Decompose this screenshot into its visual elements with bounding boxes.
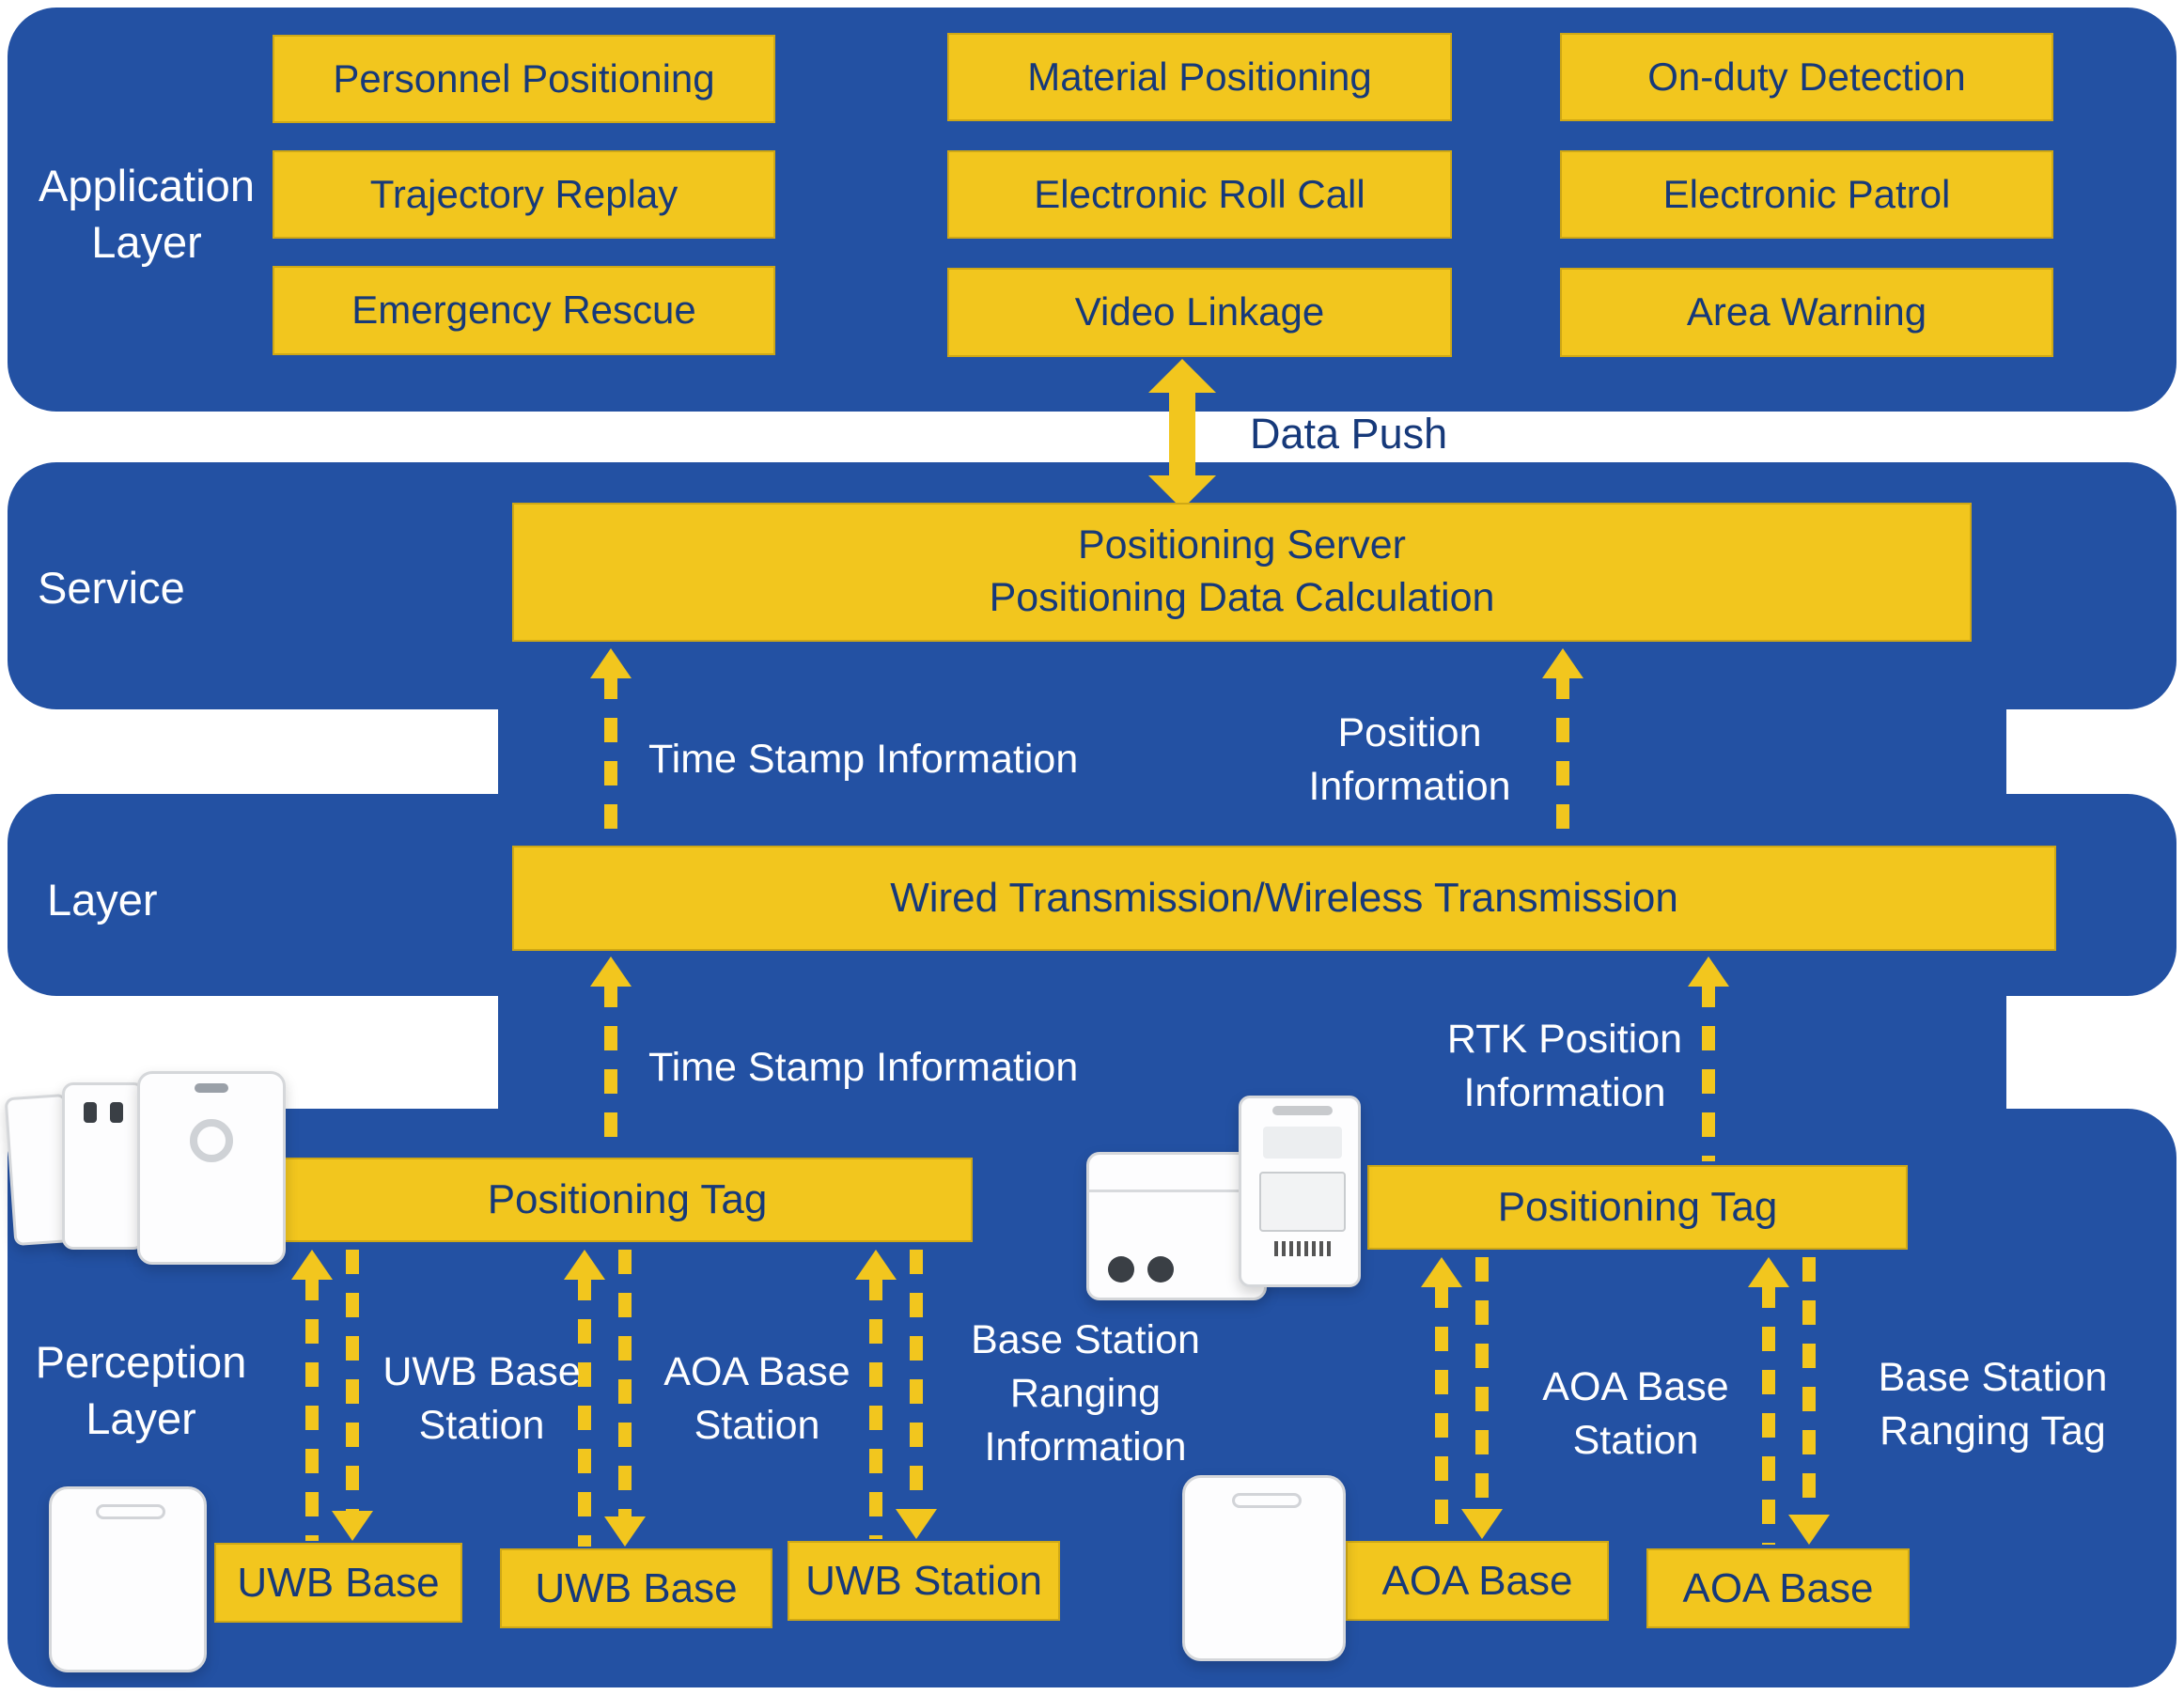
aoa-base-station-label-left: AOA Base Station bbox=[663, 1349, 850, 1448]
positioning-tag-right-box: Positioning Tag bbox=[1367, 1165, 1908, 1250]
tag-screen bbox=[1259, 1172, 1346, 1232]
arrow-head bbox=[564, 1250, 605, 1280]
arrow-head bbox=[1748, 1257, 1789, 1287]
base-slot bbox=[1232, 1493, 1302, 1508]
connector-port bbox=[1147, 1256, 1174, 1283]
junction-box-image bbox=[1086, 1152, 1267, 1300]
aoa-base-box-2: AOA Base bbox=[1646, 1548, 1910, 1628]
time-stamp-lower-label: Time Stamp Information bbox=[648, 1045, 1079, 1090]
arrow-dash bbox=[305, 1276, 319, 1541]
arrow-dash bbox=[578, 1276, 591, 1547]
base-slot bbox=[96, 1504, 165, 1519]
data-push-arrow bbox=[1148, 359, 1216, 509]
app-box-emergency-rescue: Emergency Rescue bbox=[273, 266, 775, 355]
tag-button bbox=[84, 1102, 97, 1123]
transmission-box: Wired Transmission/Wireless Transmission bbox=[512, 846, 2056, 951]
uwb-base-device-image bbox=[49, 1486, 207, 1672]
position-information-label: Position Information bbox=[1308, 710, 1511, 809]
rtk-tag-image bbox=[1239, 1096, 1361, 1287]
arrow-dash bbox=[869, 1276, 882, 1539]
arrow-head bbox=[1688, 956, 1729, 987]
rtk-position-label: RTK Position Information bbox=[1446, 1017, 1683, 1115]
arrow-dash bbox=[604, 675, 617, 848]
app-box-on-duty-detection: On-duty Detection bbox=[1560, 33, 2053, 121]
tag-card bbox=[137, 1071, 286, 1265]
arrow-head bbox=[1461, 1509, 1503, 1539]
arrow-head bbox=[291, 1250, 333, 1280]
tag-label bbox=[1263, 1127, 1342, 1159]
logo-ring bbox=[190, 1119, 233, 1162]
aoa-base-station-label-right: AOA Base Station bbox=[1542, 1364, 1729, 1463]
aoa-base-box-1: AOA Base bbox=[1346, 1541, 1609, 1621]
arrow-dash bbox=[1762, 1283, 1775, 1545]
arrow-dash bbox=[604, 983, 617, 1154]
uwb-tags-image bbox=[4, 1069, 289, 1268]
layer-label: Layer bbox=[47, 875, 158, 925]
uwb-base-box-2: UWB Base bbox=[500, 1548, 772, 1628]
positioning-tag-left-box: Positioning Tag bbox=[282, 1158, 973, 1242]
app-box-trajectory-replay: Trajectory Replay bbox=[273, 150, 775, 239]
arrow-head bbox=[604, 1516, 646, 1547]
positioning-server-box: Positioning Server Positioning Data Calc… bbox=[512, 503, 1972, 642]
tag-barcode bbox=[1274, 1241, 1331, 1256]
arrow-dash bbox=[618, 1250, 632, 1518]
service-label: Service bbox=[38, 563, 185, 613]
tag-button bbox=[110, 1102, 123, 1123]
app-box-material-positioning: Material Positioning bbox=[947, 33, 1452, 121]
arrow-dash bbox=[1435, 1283, 1448, 1539]
arrow-dash bbox=[1802, 1257, 1816, 1516]
arrow-head bbox=[1788, 1515, 1830, 1545]
arrow-dash bbox=[1475, 1257, 1489, 1511]
base-station-ranging-tag-label: Base Station Ranging Tag bbox=[1878, 1355, 2108, 1454]
arrow-head bbox=[896, 1509, 937, 1539]
app-box-video-linkage: Video Linkage bbox=[947, 268, 1452, 357]
arrow-head bbox=[1542, 648, 1583, 678]
arrow-head bbox=[590, 648, 632, 678]
app-box-personnel-positioning: Personnel Positioning bbox=[273, 35, 775, 123]
uwb-base-box-1: UWB Base bbox=[214, 1543, 462, 1623]
arrow-head bbox=[855, 1250, 897, 1280]
tag-slot bbox=[1272, 1106, 1333, 1115]
time-stamp-upper-label: Time Stamp Information bbox=[648, 737, 1079, 782]
app-box-area-warning: Area Warning bbox=[1560, 268, 2053, 357]
arrow-dash bbox=[1556, 675, 1569, 848]
arrow-dash bbox=[346, 1250, 359, 1513]
uwb-base-station-label: UWB Base Station bbox=[382, 1349, 581, 1448]
connector-port bbox=[1108, 1256, 1134, 1283]
app-box-electronic-roll-call: Electronic Roll Call bbox=[947, 150, 1452, 239]
arrow-head bbox=[332, 1511, 373, 1541]
arrow-head bbox=[1421, 1257, 1462, 1287]
data-push-label: Data Push bbox=[1250, 410, 1448, 458]
arrow-dash bbox=[910, 1250, 923, 1511]
base-station-ranging-information-label: Base Station Ranging Information bbox=[971, 1317, 1200, 1470]
tag-slot bbox=[195, 1083, 228, 1093]
tag-card bbox=[62, 1082, 145, 1250]
aoa-base-device-image bbox=[1182, 1475, 1346, 1661]
arrow-dash bbox=[1702, 983, 1715, 1161]
arrow-head bbox=[590, 956, 632, 987]
box-lid bbox=[1089, 1155, 1264, 1192]
application-layer-label: Application Layer bbox=[39, 161, 255, 268]
app-box-electronic-patrol: Electronic Patrol bbox=[1560, 150, 2053, 239]
perception-layer-label: Perception Layer bbox=[35, 1337, 247, 1444]
uwb-station-box: UWB Station bbox=[788, 1541, 1060, 1621]
